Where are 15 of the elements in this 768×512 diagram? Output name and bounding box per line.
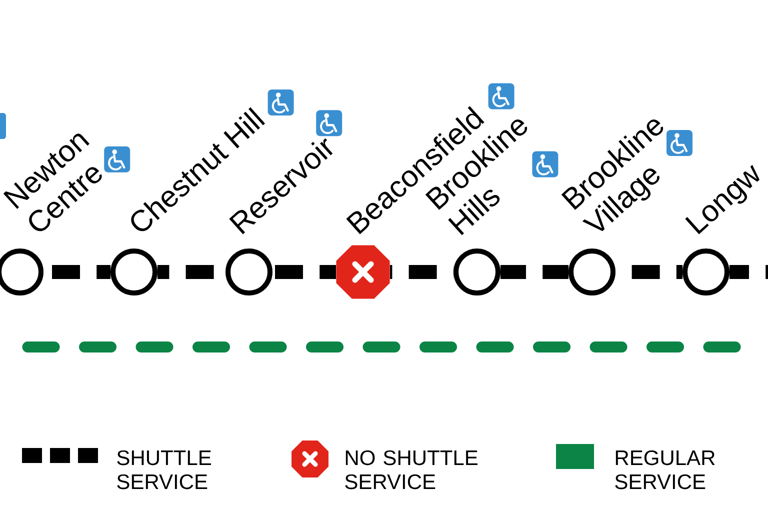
octagon-marker (336, 245, 390, 299)
legend-label: REGULAR SERVICE (615, 450, 715, 490)
dashed-line (730, 265, 768, 279)
station-circle (454, 248, 500, 296)
legend-label: SHUTTLE SERVICE (117, 450, 211, 490)
dashed-line (275, 265, 336, 279)
dashed-line (632, 265, 682, 279)
station-circle (568, 248, 616, 296)
station-circle (226, 248, 272, 296)
dashed-line (500, 265, 568, 279)
dashed-line (158, 265, 214, 279)
station-circle (682, 248, 730, 296)
station-circle (110, 248, 158, 296)
dashed-line (52, 265, 110, 279)
legend-label: NO SHUTTLE SERVICE (345, 450, 478, 490)
